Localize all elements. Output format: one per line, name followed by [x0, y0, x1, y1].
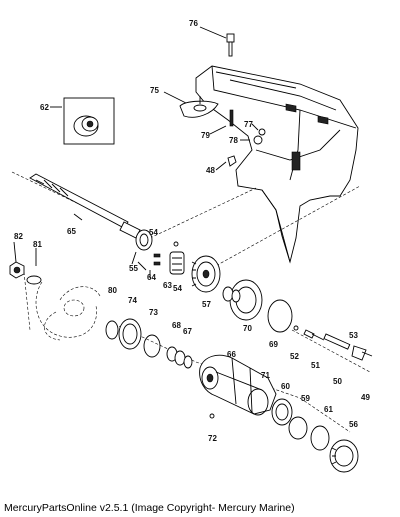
callout-69: 69 — [269, 340, 278, 349]
callout-74: 74 — [128, 296, 137, 305]
callout-75: 75 — [150, 86, 159, 95]
parts-80-74-73-68-67 — [105, 318, 193, 369]
parts-82-81-nut-washer — [9, 241, 42, 285]
parts-54-55-64-bearing — [131, 229, 179, 278]
callout-63: 63 — [163, 281, 172, 290]
callout-66: 66 — [227, 350, 236, 359]
parts-52-51-50-53-49-shift — [293, 325, 373, 361]
callout-82: 82 — [14, 232, 23, 241]
callout-70: 70 — [243, 324, 252, 333]
callout-68: 68 — [172, 321, 181, 330]
callout-79: 79 — [201, 131, 210, 140]
exploded-parts-diagram — [9, 26, 373, 473]
callout-77: 77 — [244, 120, 253, 129]
part-75-trim-tab — [163, 91, 219, 118]
callout-52: 52 — [290, 352, 299, 361]
callout-61: 61 — [324, 405, 333, 414]
callout-56: 56 — [349, 420, 358, 429]
part-69-ring — [267, 299, 293, 333]
callout-64: 64 — [147, 273, 156, 282]
callout-48: 48 — [206, 166, 215, 175]
callout-72: 72 — [208, 434, 217, 443]
callout-76: 76 — [189, 19, 198, 28]
callout-53: 53 — [349, 331, 358, 340]
callout-54-bottom: 54 — [173, 284, 182, 293]
callout-57: 57 — [202, 300, 211, 309]
parts-71-60-59-61-56 — [209, 388, 359, 473]
part-63-clutch — [169, 251, 185, 275]
callout-73: 73 — [149, 308, 158, 317]
part-62-inset — [50, 97, 115, 145]
copyright-footer: MercuryPartsOnline v2.5.1 (Image Copyrig… — [4, 502, 295, 514]
propeller-outline — [35, 281, 101, 341]
callout-54-top: 54 — [149, 228, 158, 237]
callout-51: 51 — [311, 361, 320, 370]
part-57-gear — [191, 255, 221, 293]
callout-59: 59 — [301, 394, 310, 403]
callout-67: 67 — [183, 327, 192, 336]
parts-79-77-78-48 — [209, 109, 266, 171]
dashed-guides — [11, 171, 371, 433]
part-65-propeller-shaft — [29, 173, 141, 239]
callout-65: 65 — [67, 227, 76, 236]
callout-62: 62 — [40, 103, 49, 112]
callout-78: 78 — [229, 136, 238, 145]
gearcase-housing — [195, 65, 359, 264]
callout-80: 80 — [108, 286, 117, 295]
part-70-gear — [222, 279, 263, 321]
callout-55: 55 — [129, 264, 138, 273]
callout-49: 49 — [361, 393, 370, 402]
callout-50: 50 — [333, 377, 342, 386]
callout-60: 60 — [281, 382, 290, 391]
part-66-bearing-carrier — [199, 354, 277, 415]
callout-71: 71 — [261, 371, 270, 380]
callout-81: 81 — [33, 240, 42, 249]
part-76-bolt — [199, 26, 235, 57]
